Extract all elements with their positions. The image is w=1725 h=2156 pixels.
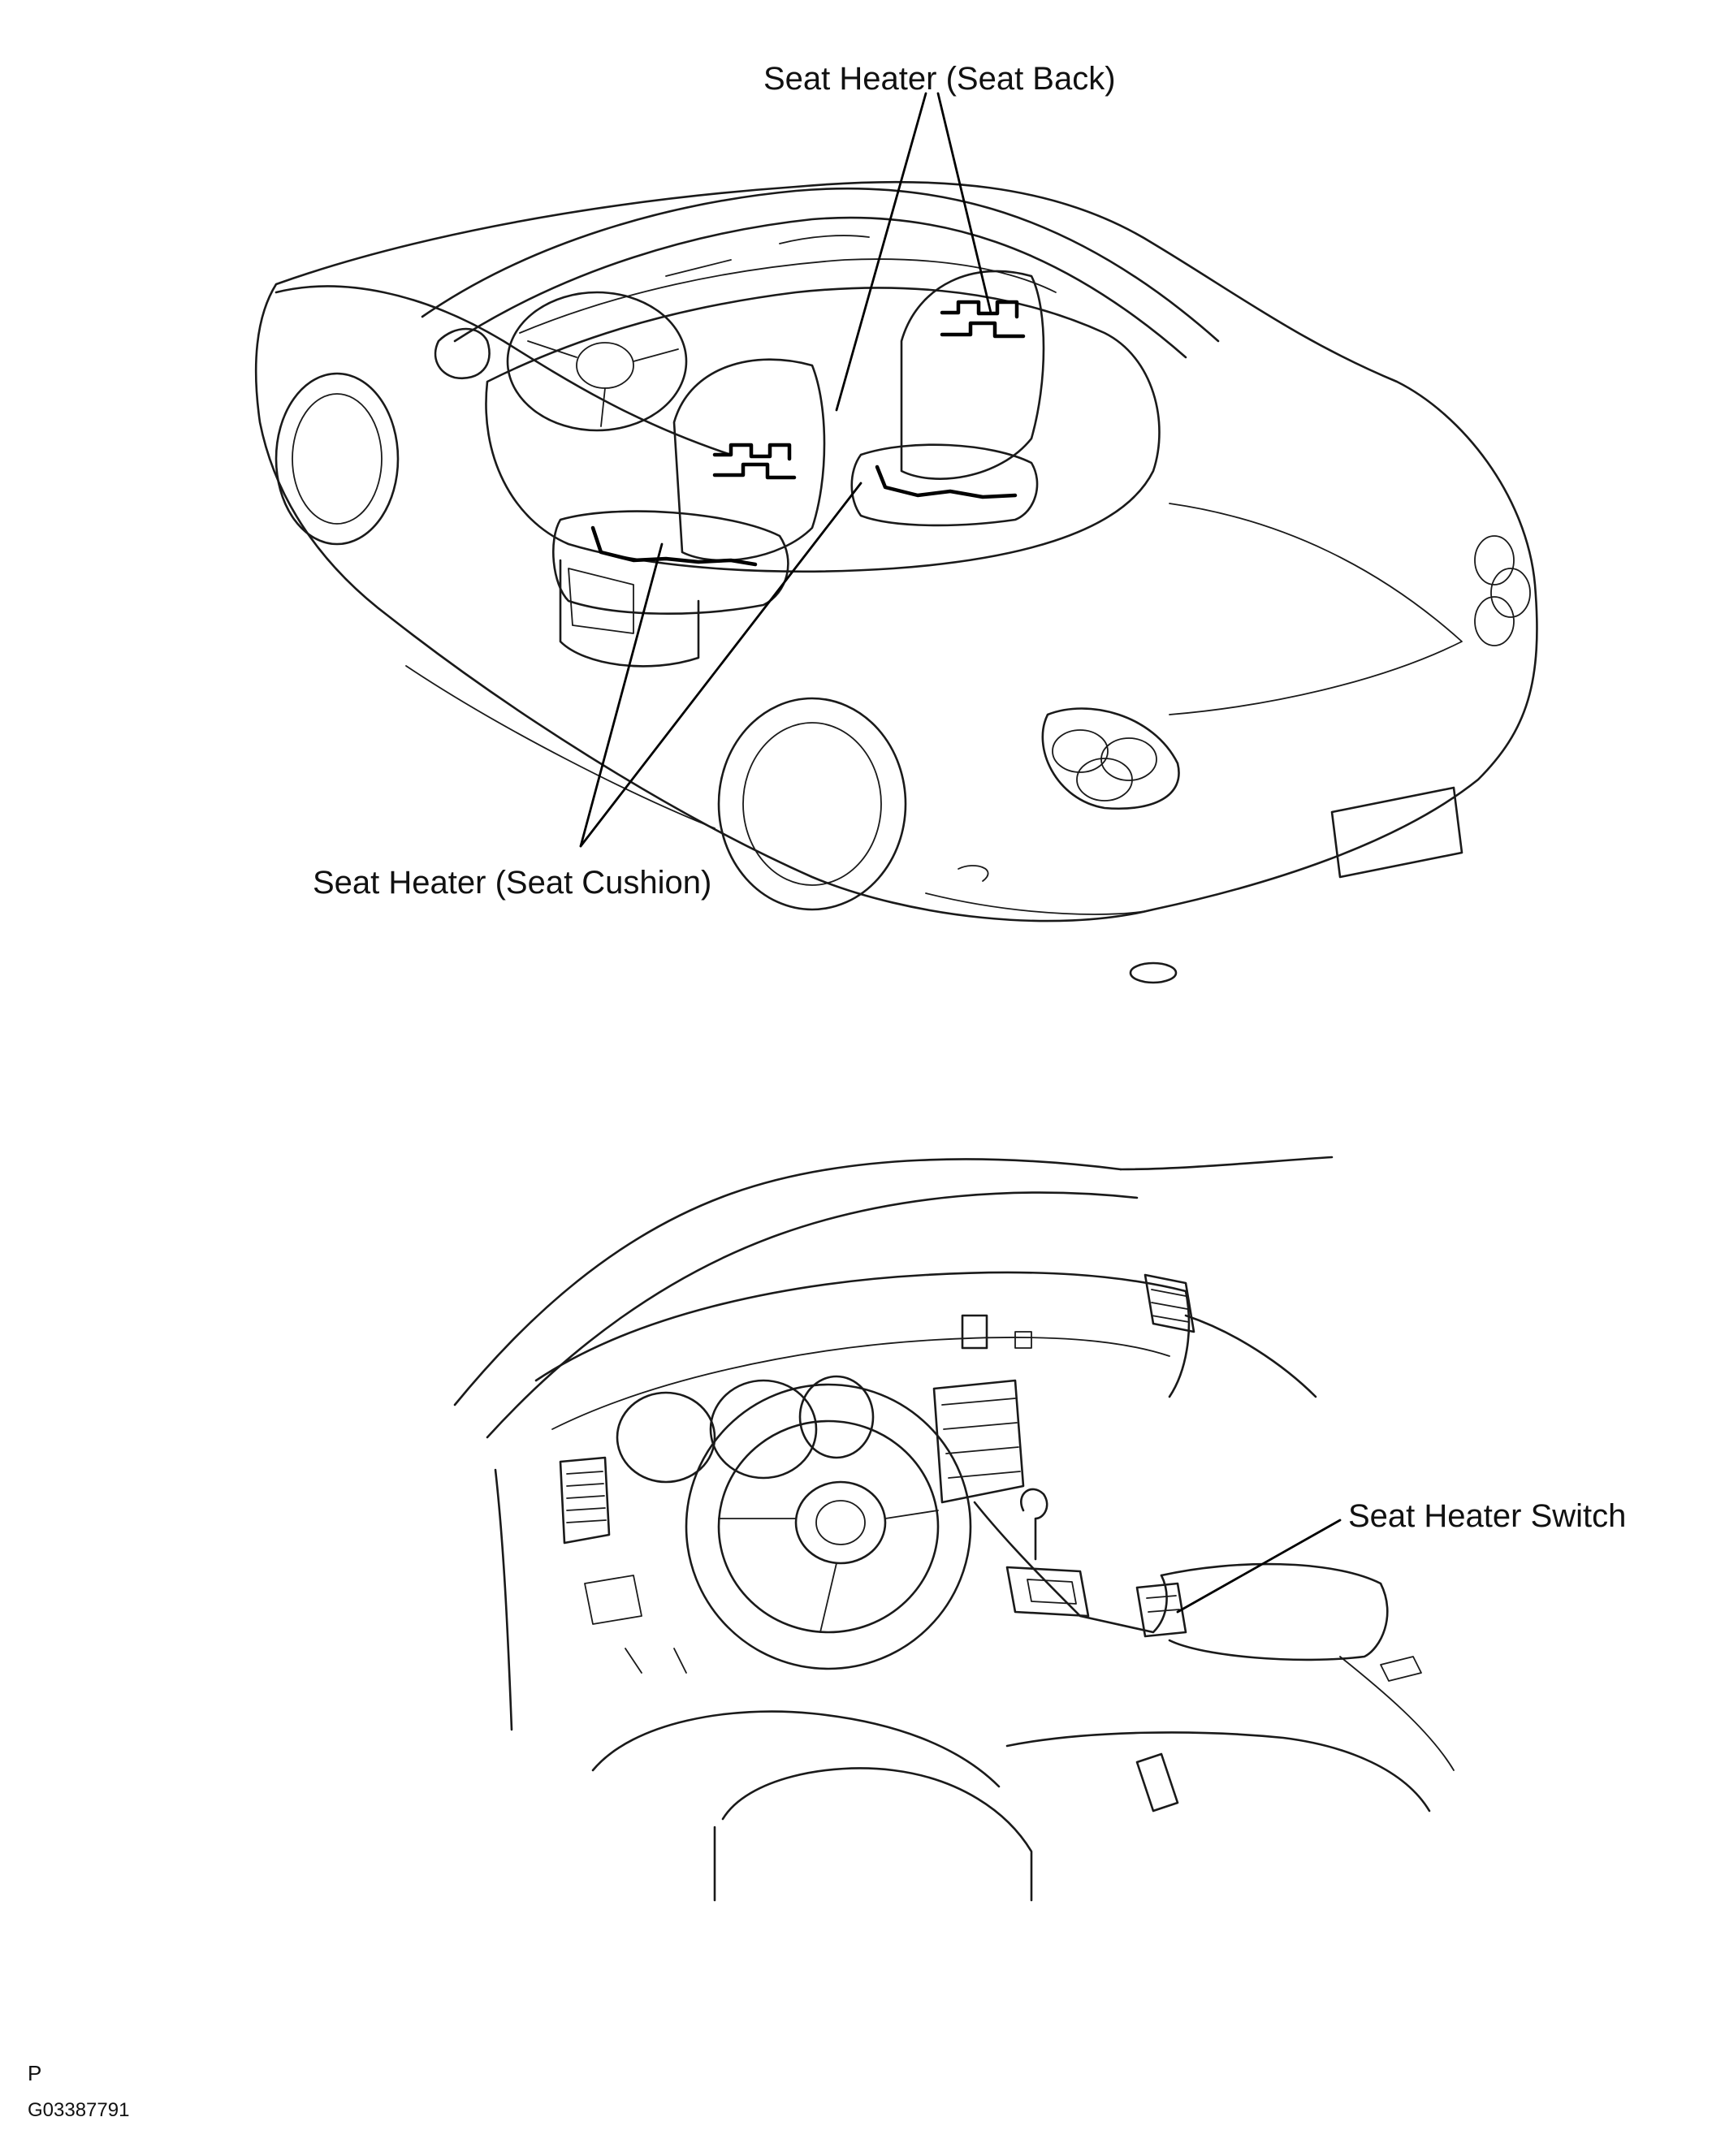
seat-cushion-leaders bbox=[579, 482, 862, 848]
switch-leader bbox=[1176, 1519, 1342, 1614]
label-seat-heater-switch: Seat Heater Switch bbox=[1348, 1498, 1626, 1534]
seat-back-leaders bbox=[835, 92, 992, 412]
car-illustration bbox=[254, 180, 1538, 984]
figure-code: G03387791 bbox=[28, 2099, 129, 2121]
label-seat-heater-seat-cushion: Seat Heater (Seat Cushion) bbox=[313, 865, 711, 901]
interior-illustration bbox=[453, 1156, 1455, 1902]
label-seat-heater-seat-back: Seat Heater (Seat Back) bbox=[763, 61, 1116, 97]
footer-letter: P bbox=[28, 2061, 41, 2085]
